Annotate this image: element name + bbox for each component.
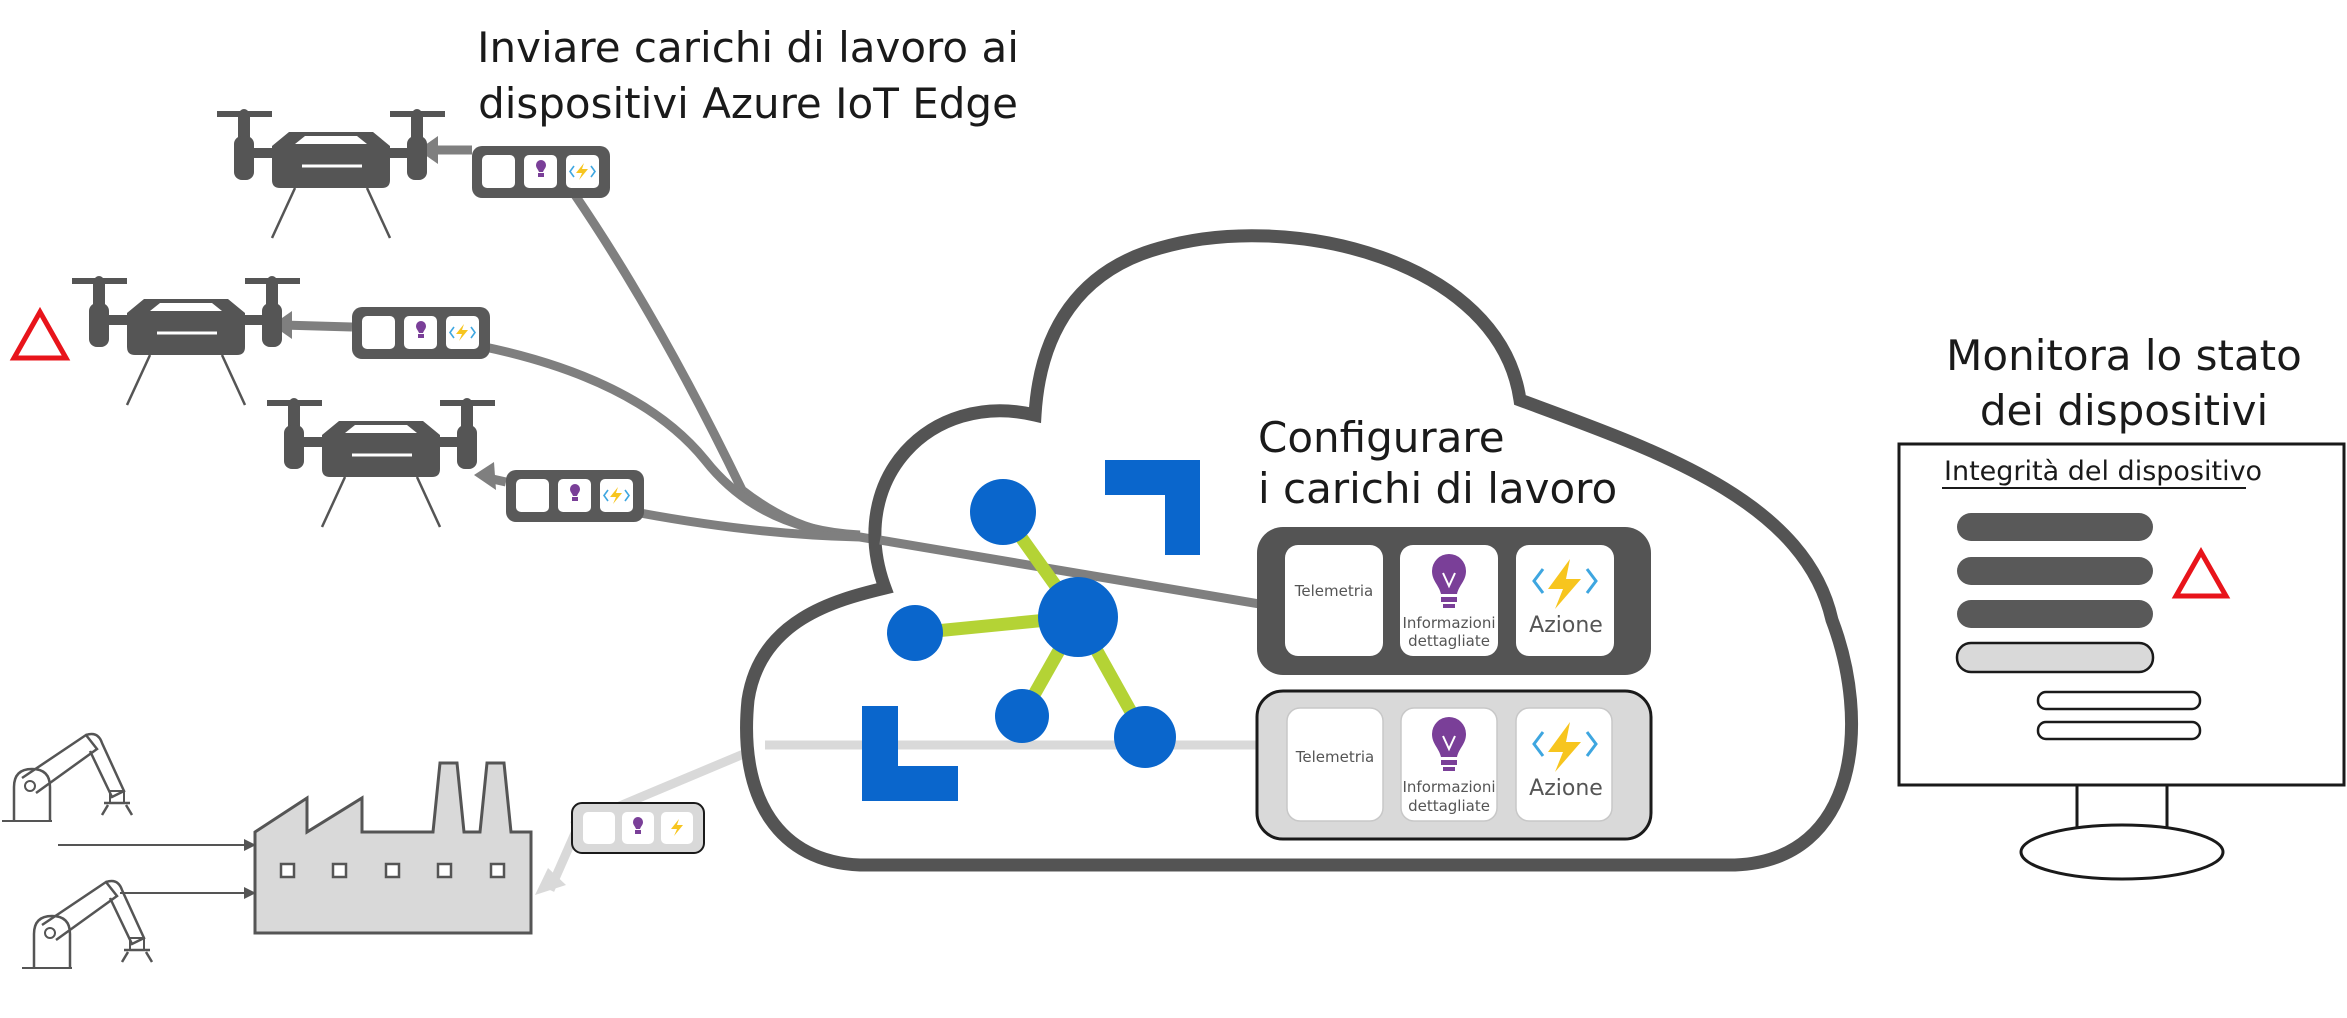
function-icon — [1532, 559, 1598, 609]
drone-icon — [265, 396, 497, 529]
drone-icon — [70, 274, 302, 407]
factory-icon — [253, 761, 533, 935]
action-label-light: Azione — [1529, 776, 1603, 801]
deploy-title-line2: dispositivi Azure IoT Edge — [478, 79, 1018, 128]
monitor-icon — [1897, 442, 2346, 881]
robot-arm-icon — [20, 879, 154, 970]
drone1-arrow-icon — [418, 136, 438, 164]
network-icon — [862, 460, 1200, 801]
telemetry-label-light: Telemetria — [1295, 748, 1375, 766]
robot2-arrow-icon — [244, 887, 256, 899]
workload-group-dark: Telemetria Informazioni dettagliate Azio… — [1257, 527, 1651, 675]
configure-title-line2: i carichi di lavoro — [1258, 464, 1617, 513]
drone-icon — [215, 107, 447, 240]
insights-label-2: dettagliate — [1408, 632, 1490, 650]
action-card — [1516, 545, 1614, 656]
warning-icon — [2171, 546, 2231, 599]
telemetry-card — [1285, 545, 1383, 656]
workload-group-light: Telemetria Informazioni dettagliate Azio… — [1255, 689, 1653, 841]
module-row-drone2 — [351, 306, 491, 360]
module-row-drone1 — [471, 145, 611, 199]
telemetry-label: Telemetria — [1294, 582, 1374, 600]
lightbulb-icon — [1432, 554, 1466, 608]
insights-label-light-1: Informazioni — [1403, 778, 1496, 796]
cloud-inner-links — [765, 535, 1261, 750]
module-row-factory — [571, 802, 705, 854]
configure-title-line1: Configurare — [1258, 413, 1505, 462]
insights-label-light-2: dettagliate — [1408, 797, 1490, 815]
factory-arrow-icon — [535, 868, 566, 895]
warning-icon — [9, 306, 71, 361]
insights-label-1: Informazioni — [1403, 614, 1496, 632]
drone3-arrow-icon — [474, 462, 496, 490]
drone3-link — [639, 508, 1261, 609]
robot1-arrow-icon — [244, 839, 256, 851]
monitor-title-line2: dei dispositivi — [1980, 386, 2268, 435]
lightbulb-icon — [1432, 717, 1466, 771]
action-label: Azione — [1529, 613, 1603, 638]
robot-arm-icon — [0, 732, 134, 823]
function-icon — [1532, 722, 1598, 772]
telemetry-card-light — [1286, 707, 1384, 822]
module-row-drone3 — [505, 469, 645, 523]
action-card-light — [1515, 707, 1613, 822]
monitor-heading: Integrità del dispositivo — [1944, 456, 2262, 487]
drone2-link — [484, 342, 861, 540]
deploy-title-line1: Inviare carichi di lavoro ai — [477, 23, 1019, 72]
drone2-arrow-line — [281, 320, 353, 332]
monitor-title-line1: Monitora lo stato — [1946, 331, 2302, 380]
